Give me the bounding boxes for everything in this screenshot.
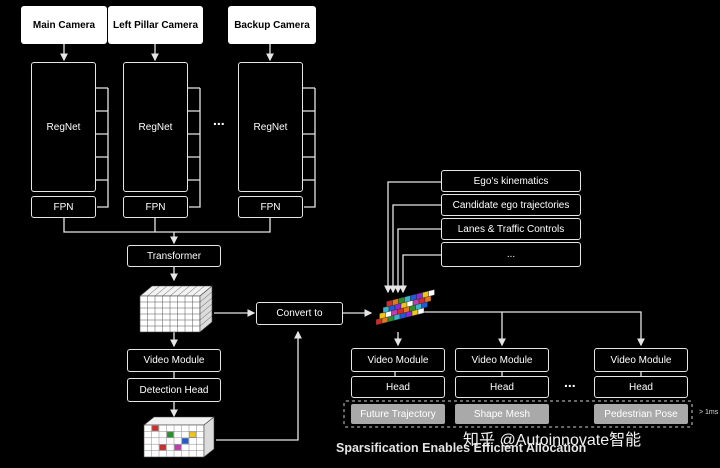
colored-token-grid [375, 289, 435, 326]
regnet-backup: RegNet [238, 62, 303, 192]
input-lanes-traffic: Lanes & Traffic Controls [441, 218, 581, 240]
regnet-ellipsis: ... [213, 112, 225, 128]
transformer-box: Transformer [127, 245, 221, 267]
input-ego-kinematics: Ego's kinematics [441, 170, 581, 192]
watermark: 知乎 @Autoinnovate智能 [463, 432, 642, 449]
output-shape-mesh: Shape Mesh [455, 404, 549, 424]
video-module-future-trajectory: Video Module [351, 348, 445, 372]
head-future-trajectory: Head [351, 376, 445, 398]
camera-left-pillar: Left Pillar Camera [108, 6, 203, 44]
input-more: ... [441, 242, 581, 267]
regnet-main: RegNet [31, 62, 96, 192]
output-pedestrian-pose: Pedestrian Pose [594, 404, 688, 424]
camera-backup: Backup Camera [228, 6, 316, 44]
convert-to-box: Convert to [256, 302, 343, 325]
detection-head: Detection Head [127, 378, 221, 402]
input-candidate-trajectories: Candidate ego trajectories [441, 194, 581, 216]
diagram-caption: Sparsification Enables Efficient Allocat… [336, 441, 587, 455]
heads-ellipsis: ... [564, 374, 576, 390]
head-pedestrian-pose: Head [594, 376, 688, 398]
sparse-feature-cube [143, 416, 215, 458]
regnet-left-pillar: RegNet [123, 62, 188, 192]
fpn-left-pillar: FPN [123, 196, 188, 218]
video-module-main: Video Module [127, 349, 221, 372]
fpn-main: FPN [31, 196, 96, 218]
output-future-trajectory: Future Trajectory [351, 404, 445, 424]
fpn-backup: FPN [238, 196, 303, 218]
side-note: > 1ms [699, 409, 719, 416]
head-shape-mesh: Head [455, 376, 549, 398]
video-module-shape-mesh: Video Module [455, 348, 549, 372]
video-module-pedestrian-pose: Video Module [594, 348, 688, 372]
camera-main: Main Camera [21, 6, 107, 44]
